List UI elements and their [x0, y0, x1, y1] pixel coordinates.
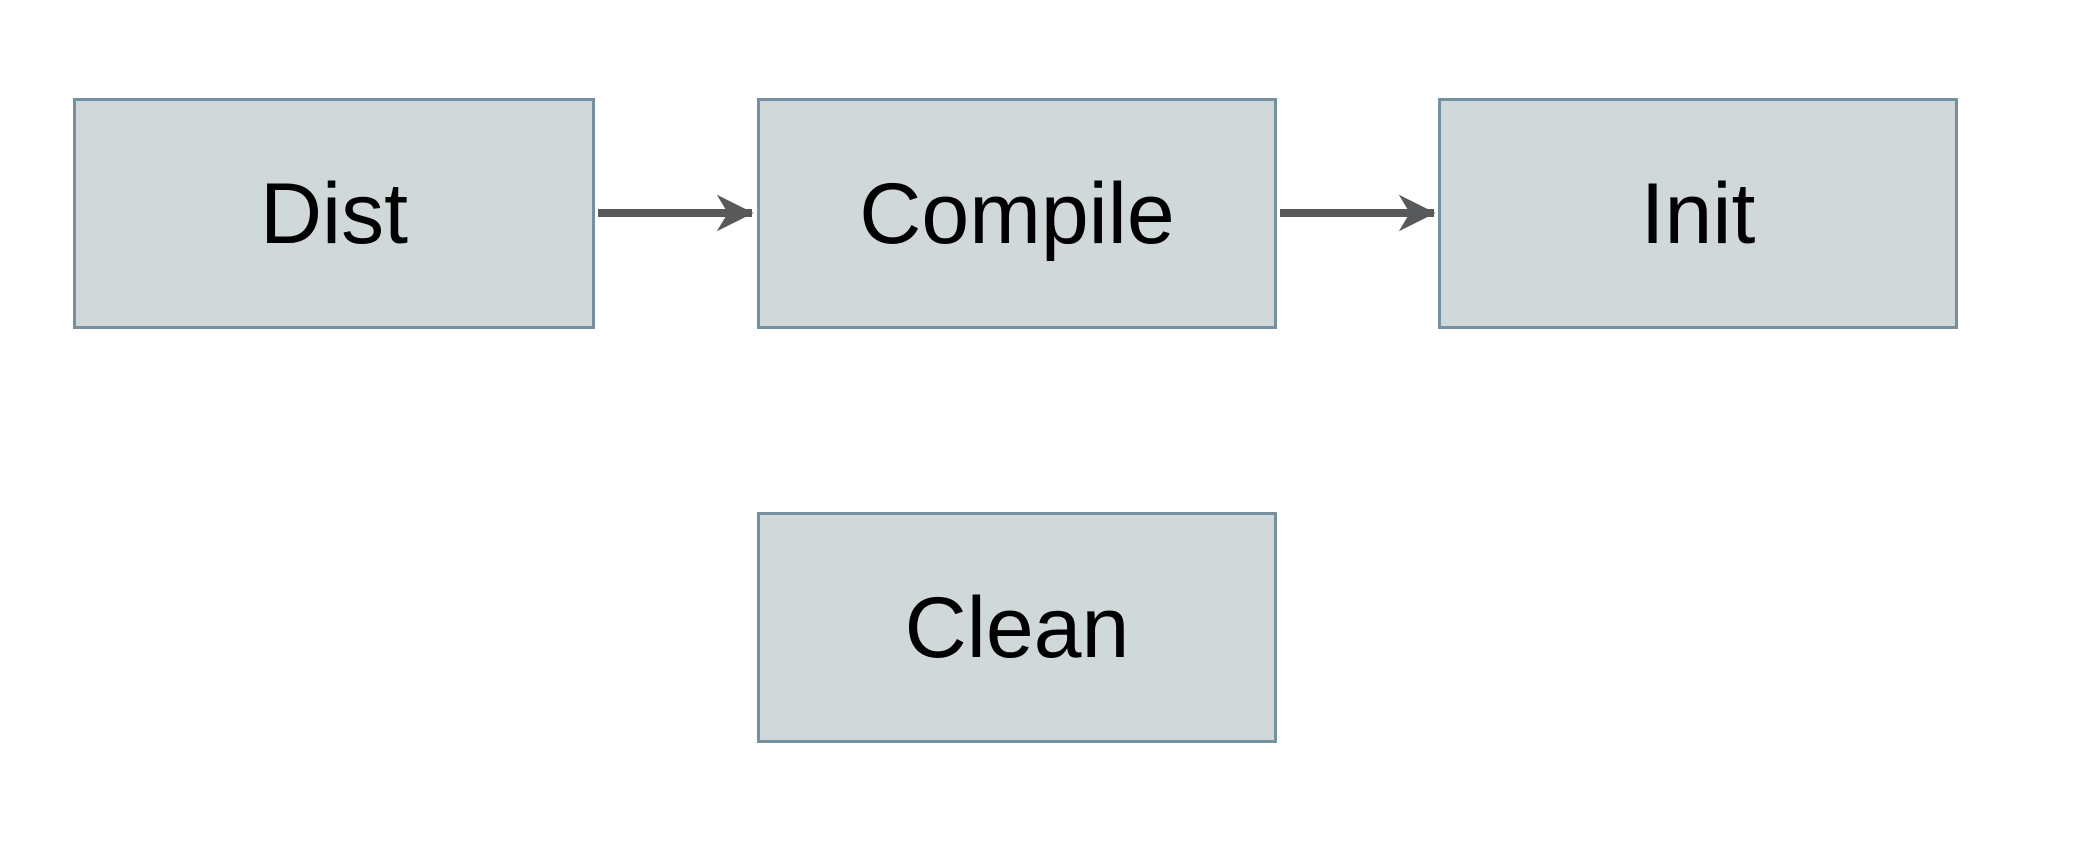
node-dist: Dist: [73, 98, 595, 329]
node-compile: Compile: [757, 98, 1277, 329]
node-clean-label: Clean: [904, 579, 1130, 676]
node-init: Init: [1438, 98, 1958, 329]
node-compile-label: Compile: [859, 165, 1175, 262]
node-clean: Clean: [757, 512, 1277, 743]
node-dist-label: Dist: [259, 165, 409, 262]
node-init-label: Init: [1640, 165, 1756, 262]
